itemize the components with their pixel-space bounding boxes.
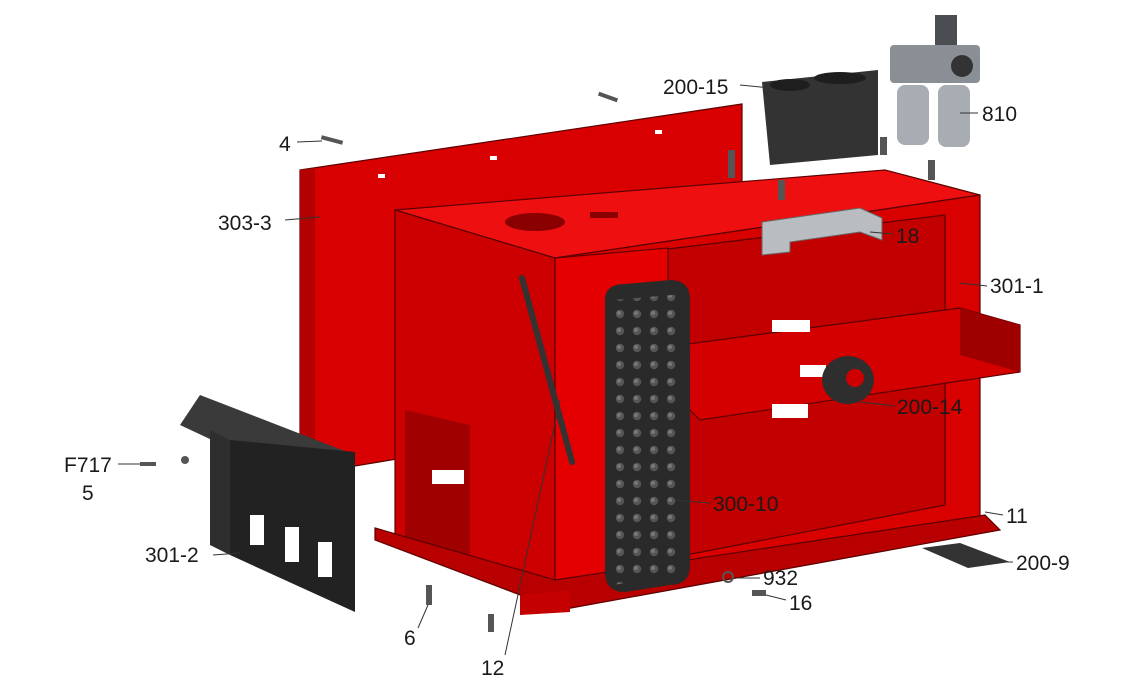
air-filter-810 xyxy=(890,15,980,147)
callout-F717: F717 xyxy=(64,454,112,477)
callout-4: 4 xyxy=(279,133,291,156)
tray-200-15 xyxy=(762,70,878,165)
callout-labels: 200-15 810 4 303-3 18 301-1 200-14 F717 … xyxy=(64,76,1070,680)
rod-12 xyxy=(519,275,575,465)
fasteners xyxy=(140,91,935,632)
callout-12: 12 xyxy=(481,657,504,680)
callout-18: 18 xyxy=(896,225,919,248)
callout-810: 810 xyxy=(982,103,1017,126)
leader-lines xyxy=(118,84,1013,656)
callout-200-14: 200-14 xyxy=(897,396,963,419)
callout-300-10: 300-10 xyxy=(713,493,778,516)
callout-301-2: 301-2 xyxy=(145,544,199,567)
bumper-200-14 xyxy=(822,356,874,404)
cover-plate-301-2 xyxy=(180,395,355,612)
mat-200-9 xyxy=(922,543,1010,568)
pedal-300-10 xyxy=(605,280,690,592)
callout-200-15: 200-15 xyxy=(663,76,728,99)
bracket-18 xyxy=(761,207,883,256)
callout-16: 16 xyxy=(789,592,812,615)
callout-932: 932 xyxy=(763,567,798,590)
callout-303-3: 303-3 xyxy=(218,212,272,235)
callout-301-1: 301-1 xyxy=(990,275,1044,298)
callout-11: 11 xyxy=(1006,505,1028,528)
callout-6: 6 xyxy=(404,627,416,650)
callout-5: 5 xyxy=(82,482,94,505)
callout-200-9: 200-9 xyxy=(1016,552,1070,575)
